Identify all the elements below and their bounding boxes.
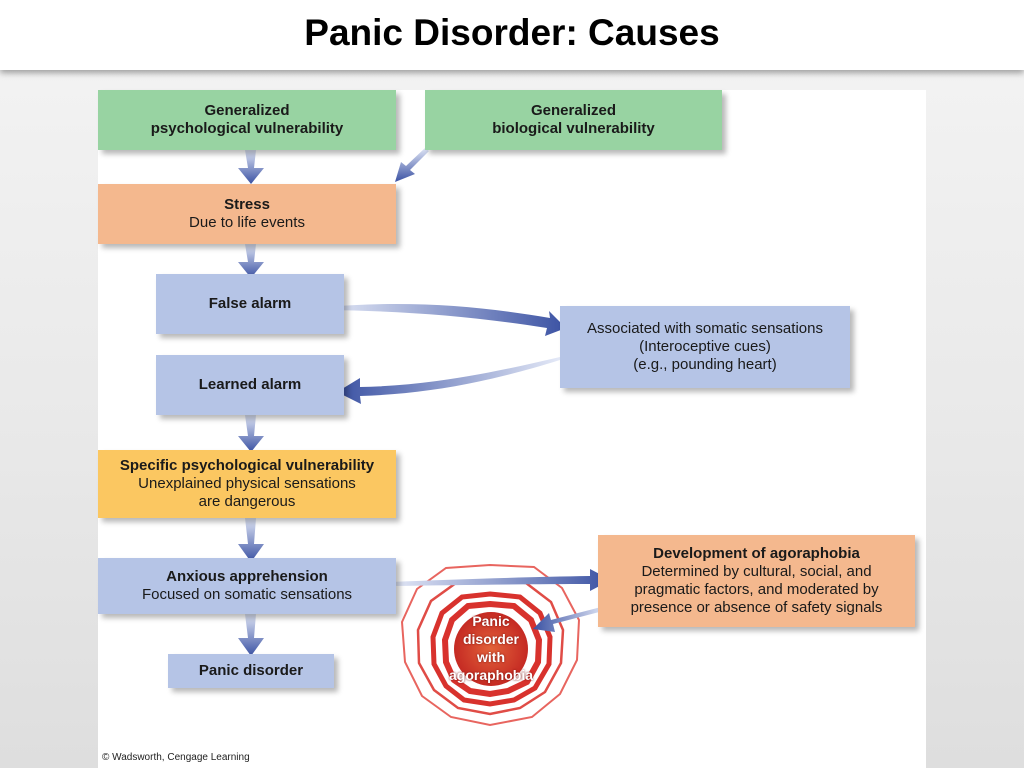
specific-psychological-vulnerability-box: Specific psychological vulnerability Une… (98, 450, 396, 518)
anxious-heading: Anxious apprehension (166, 568, 328, 585)
false-alarm-heading: False alarm (208, 295, 292, 312)
anxious-sub: Focused on somatic sensations (141, 586, 353, 603)
specific-vuln-line2: are dangerous (198, 493, 296, 510)
arrow-specific-to-anxious (238, 518, 264, 562)
arrow-bio-to-stress (395, 148, 429, 182)
agoraphobia-dev-heading: Development of agoraphobia (653, 545, 860, 562)
arrow-learned-to-specific (238, 415, 264, 452)
arrow-somatic-to-learned-alarm (337, 357, 560, 404)
psych-vuln-line1: Generalized (204, 102, 290, 119)
arrow-stress-to-false-alarm (238, 244, 264, 278)
stress-box: Stress Due to life events (98, 184, 396, 244)
specific-vuln-line1: Unexplained physical sensations (138, 475, 356, 492)
target-line1: Panic (472, 613, 510, 629)
specific-vuln-heading: Specific psychological vulnerability (119, 457, 375, 474)
target-line3: with (477, 649, 505, 665)
target-label: Panic disorder with agoraphobia (436, 612, 546, 684)
stress-heading: Stress (224, 196, 270, 213)
panic-disorder-heading: Panic disorder (198, 662, 304, 679)
somatic-line2: (Interoceptive cues) (639, 338, 771, 355)
arrow-agoraphobia-to-target (533, 606, 607, 632)
agoraphobia-dev-line1: Determined by cultural, social, and (641, 563, 872, 580)
somatic-line1: Associated with somatic sensations (587, 320, 823, 337)
arrow-false-alarm-to-somatic (325, 304, 566, 336)
stress-sub: Due to life events (189, 214, 305, 231)
slide-title: Panic Disorder: Causes (304, 12, 720, 53)
panic-disorder-box: Panic disorder (168, 654, 334, 688)
generalized-biological-vulnerability-box: Generalized biological vulnerability (425, 90, 722, 150)
learned-alarm-heading: Learned alarm (198, 376, 302, 393)
arrow-anxious-to-agoraphobia (390, 569, 611, 591)
copyright-notice: © Wadsworth, Cengage Learning (102, 752, 250, 763)
arrow-anxious-to-panic (238, 614, 264, 656)
generalized-psychological-vulnerability-box: Generalized psychological vulnerability (98, 90, 396, 150)
development-of-agoraphobia-box: Development of agoraphobia Determined by… (598, 535, 915, 627)
learned-alarm-box: Learned alarm (156, 355, 344, 415)
agoraphobia-dev-line3: presence or absence of safety signals (630, 599, 883, 616)
anxious-apprehension-box: Anxious apprehension Focused on somatic … (98, 558, 396, 614)
somatic-line3: (e.g., pounding heart) (633, 356, 777, 373)
title-bar: Panic Disorder: Causes (0, 0, 1024, 70)
somatic-sensations-box: Associated with somatic sensations (Inte… (560, 306, 850, 388)
bio-vuln-line1: Generalized (530, 102, 617, 119)
target-core (454, 612, 528, 686)
arrow-psych-to-stress (238, 150, 264, 184)
down-arrows (238, 150, 264, 656)
agoraphobia-dev-line2: pragmatic factors, and moderated by (634, 581, 879, 598)
target-line4: agoraphobia (448, 667, 533, 683)
bio-vuln-line2: biological vulnerability (492, 120, 655, 137)
false-alarm-box: False alarm (156, 274, 344, 334)
target-line2: disorder (462, 631, 519, 647)
psych-vuln-line2: psychological vulnerability (150, 120, 344, 137)
